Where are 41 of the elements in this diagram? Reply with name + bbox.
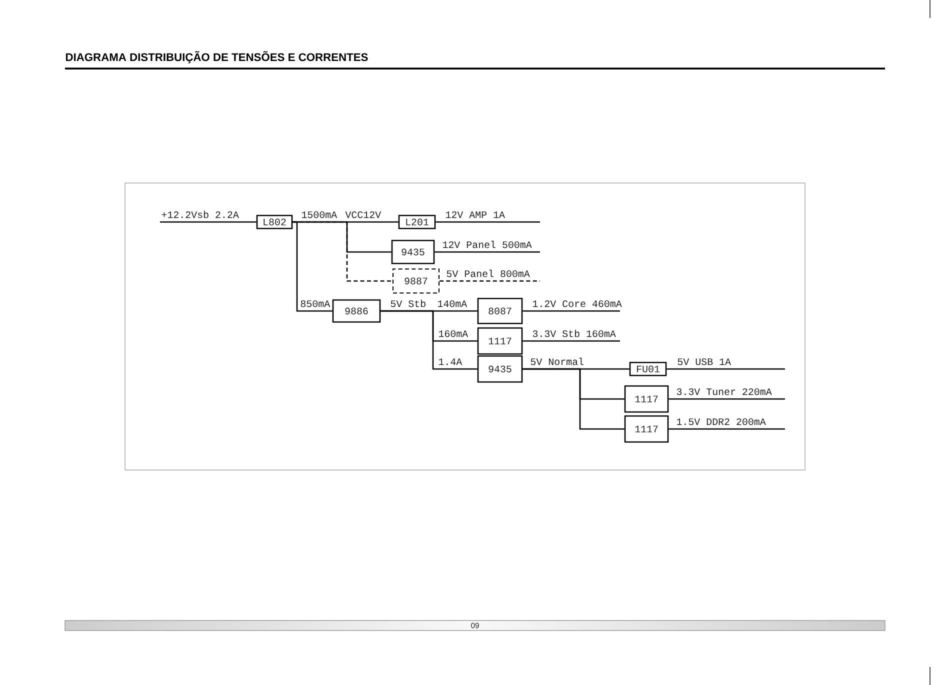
wire-label: 3.3V Stb 160mA [532, 330, 616, 338]
component-box: 1117 [477, 327, 523, 355]
component-box: FU01 [629, 362, 667, 376]
wire-label: +12.2Vsb 2.2A [162, 210, 239, 218]
wire [160, 221, 256, 223]
wire-label: 850mA [300, 300, 330, 308]
wire-label: VCC12V [345, 211, 382, 218]
component-box: 8087 [477, 298, 523, 324]
wire [440, 280, 540, 282]
component-box: 9435 [477, 355, 523, 383]
wire [666, 368, 785, 370]
wire [668, 428, 785, 430]
component-box: L802 [256, 214, 293, 230]
wire-label: 3.3V Tuner 220mA [676, 388, 772, 396]
wire-label: 5V Panel 800mA [446, 270, 530, 278]
wire [380, 310, 478, 370]
wire [292, 221, 332, 312]
wire [522, 310, 620, 312]
wire-label: 1500mA [302, 211, 338, 218]
wire [436, 221, 540, 223]
component-box: 1117 [624, 415, 669, 443]
wire-label: 5V USB 1A [678, 358, 732, 366]
wire-label: 1.4A [438, 358, 462, 365]
component-box: 9886 [332, 299, 381, 323]
wire [668, 398, 785, 400]
wire-label: 160mA [438, 330, 468, 338]
component-box: 9887 [392, 268, 440, 294]
wire [522, 368, 624, 430]
wire [522, 340, 620, 342]
wire-label: 1.5V DDR2 200mA [676, 418, 766, 426]
wire-label: 12V Panel 500mA [442, 240, 532, 248]
component-box: 9435 [391, 240, 435, 264]
component-box: 1117 [624, 385, 669, 413]
wire-label: 5V Stb [390, 300, 426, 308]
wire-label: 140mA [438, 300, 468, 308]
page-title: DIAGRAMA DISTRIBUIÇÃO DE TENSÕES E CORRENTES [66, 51, 368, 64]
wire-label: 5V Normal [530, 358, 584, 366]
component-box: L201 [398, 214, 436, 230]
wire-label: 1.2V Core 460mA [532, 300, 622, 308]
wire-label: 12V AMP 1A [446, 211, 505, 218]
wire [434, 251, 540, 253]
